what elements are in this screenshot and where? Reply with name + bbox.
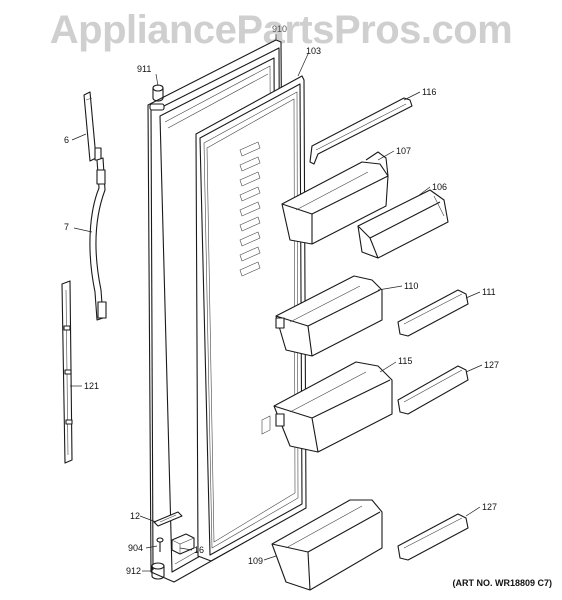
callout-110: 110 bbox=[404, 281, 419, 291]
hinge-pin-912 bbox=[151, 562, 165, 580]
callout-911: 911 bbox=[137, 64, 152, 74]
callout-16: 16 bbox=[194, 545, 205, 555]
door-liner-ribs bbox=[239, 141, 271, 435]
door-handle bbox=[89, 157, 107, 321]
callout-109: 109 bbox=[248, 556, 264, 566]
bin-end-111 bbox=[397, 289, 469, 337]
callout-904: 904 bbox=[128, 543, 144, 553]
callout-116: 116 bbox=[422, 87, 437, 97]
door-bin-107 bbox=[281, 151, 389, 245]
callout-910: 910 bbox=[272, 24, 288, 34]
callout-12: 12 bbox=[130, 511, 141, 521]
door-bin-110 bbox=[275, 275, 383, 357]
callout-107: 107 bbox=[396, 146, 412, 156]
callout-127-upper: 127 bbox=[484, 360, 500, 370]
bin-cover-106 bbox=[357, 189, 449, 259]
door-bin-115 bbox=[273, 361, 393, 453]
callout-121: 121 bbox=[84, 381, 100, 391]
handle-trim-strip bbox=[61, 280, 73, 464]
bin-end-127-lower bbox=[397, 513, 469, 561]
door-gasket bbox=[195, 75, 307, 562]
callout-127-lower: 127 bbox=[482, 502, 498, 512]
door-stop-16 bbox=[171, 533, 195, 555]
callout-106: 106 bbox=[432, 182, 448, 192]
door-bin-109 bbox=[271, 499, 383, 591]
callout-912: 912 bbox=[126, 566, 142, 576]
callout-111: 111 bbox=[482, 287, 496, 297]
callout-7: 7 bbox=[64, 222, 70, 232]
dairy-door bbox=[309, 97, 413, 165]
hinge-bracket-12 bbox=[153, 511, 183, 527]
leader-lines bbox=[70, 34, 483, 572]
bin-end-127-upper bbox=[397, 365, 469, 415]
callout-6: 6 bbox=[64, 135, 70, 145]
handle-cap-top bbox=[83, 91, 102, 162]
callout-115: 115 bbox=[398, 356, 413, 366]
screw-904 bbox=[156, 537, 164, 552]
art-number-note: (ART NO. WR18809 C7) bbox=[452, 578, 552, 588]
callout-103: 103 bbox=[306, 46, 322, 56]
